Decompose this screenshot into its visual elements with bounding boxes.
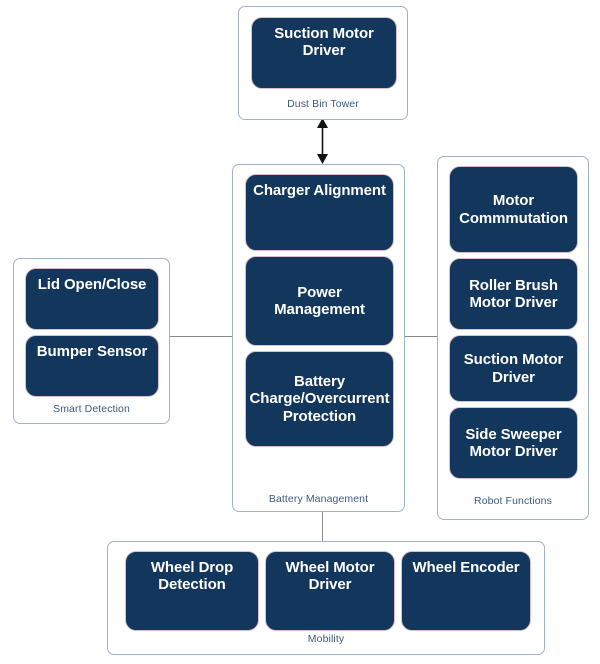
node-side-sweeper-motor-driver[interactable]: Side Sweeper Motor Driver [449,407,578,479]
node-roller-brush-motor-driver[interactable]: Roller Brush Motor Driver [449,258,578,330]
connector-battery-to-robot-functions [404,336,438,338]
node-wheel-drop-detection[interactable]: Wheel Drop Detection [125,551,259,631]
group-caption-robot-functions: Robot Functions [474,495,552,507]
connector-dust-bin-to-battery [313,118,332,164]
node-bumper-sensor[interactable]: Bumper Sensor [25,335,159,397]
node-suction-motor-driver[interactable]: Suction Motor Driver [449,335,578,402]
group-caption-battery-management: Battery Management [268,493,369,505]
group-caption-smart-detection: Smart Detection [53,403,130,415]
node-motor-commutation[interactable]: Motor Commmutation [449,166,578,253]
group-dust-bin-tower[interactable]: Suction Motor Driver Dust Bin Tower [238,6,408,120]
node-lid-open-close[interactable]: Lid Open/Close [25,268,159,330]
connector-battery-to-mobility [322,512,324,546]
group-caption-dust-bin-tower: Dust Bin Tower [287,98,359,110]
node-power-management[interactable]: Power Management [245,256,394,346]
group-battery-management[interactable]: Charger Alignment Power Management Batte… [232,164,405,512]
node-charger-alignment[interactable]: Charger Alignment [245,174,394,251]
node-suction-motor-driver-tower[interactable]: Suction Motor Driver [251,17,397,89]
node-battery-charge-overcurrent-protection[interactable]: Battery Charge/Overcurrent Protection [245,351,394,447]
group-smart-detection[interactable]: Lid Open/Close Bumper Sensor Smart Detec… [13,258,170,424]
double-arrow-icon [317,118,328,164]
group-mobility[interactable]: Wheel Drop Detection Wheel Motor Driver … [107,541,545,655]
group-caption-mobility: Mobility [307,633,345,645]
node-wheel-encoder[interactable]: Wheel Encoder [401,551,531,631]
node-wheel-motor-driver[interactable]: Wheel Motor Driver [265,551,395,631]
group-robot-functions[interactable]: Motor Commmutation Roller Brush Motor Dr… [437,156,589,520]
connector-smart-detection-to-battery [166,336,238,338]
